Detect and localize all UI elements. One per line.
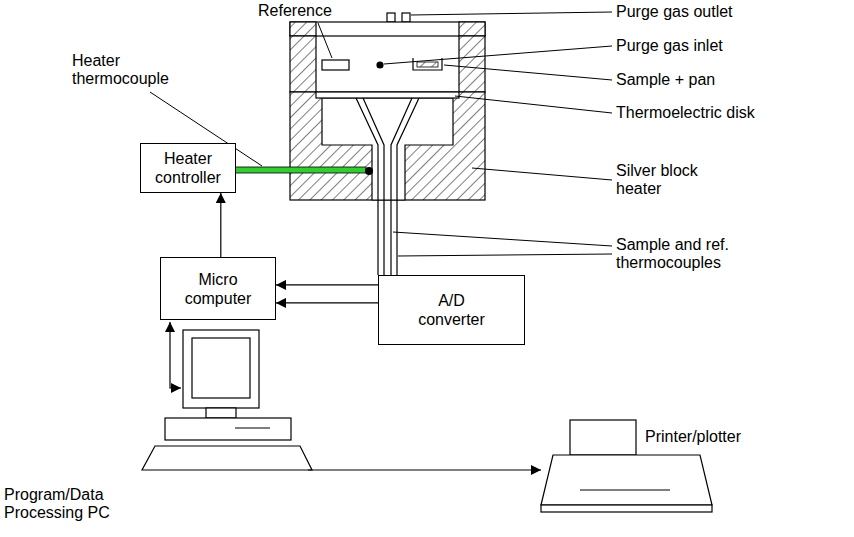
part-label: Purge gas inlet	[616, 37, 723, 54]
part-label: Reference	[258, 2, 332, 19]
signal-arrow	[276, 302, 378, 303]
box-label: A/D converter	[412, 291, 492, 329]
part-label: Silver block heater	[616, 162, 698, 197]
pc-illustration	[142, 330, 312, 470]
part-label: Purge gas outlet	[616, 3, 733, 20]
pc-link-arrow	[170, 322, 181, 388]
computer-box: Micro computer	[160, 257, 276, 320]
thermocouple-junction	[365, 167, 373, 175]
printer-link-arrow	[308, 469, 541, 470]
part-label: Sample + pan	[616, 71, 715, 88]
part-label: Program/Data Processing PC	[4, 486, 110, 521]
controller-box: Heater controller	[140, 143, 236, 193]
converter-box: A/D converter	[378, 275, 525, 345]
signal-arrow	[220, 193, 221, 257]
part-label: Heater thermocouple	[72, 52, 169, 87]
box-label: Heater controller	[146, 149, 230, 187]
signal-arrow	[276, 284, 378, 285]
part-label: Printer/plotter	[645, 428, 741, 445]
reference-pan	[322, 60, 349, 70]
part-label: Thermoelectric disk	[616, 104, 755, 121]
part-label: Sample and ref. thermocouples	[616, 236, 729, 271]
purge-inlet-dot	[377, 62, 383, 68]
heater-thermocouple	[232, 167, 366, 173]
box-label: Micro computer	[178, 270, 258, 308]
leader-lines	[150, 12, 612, 256]
